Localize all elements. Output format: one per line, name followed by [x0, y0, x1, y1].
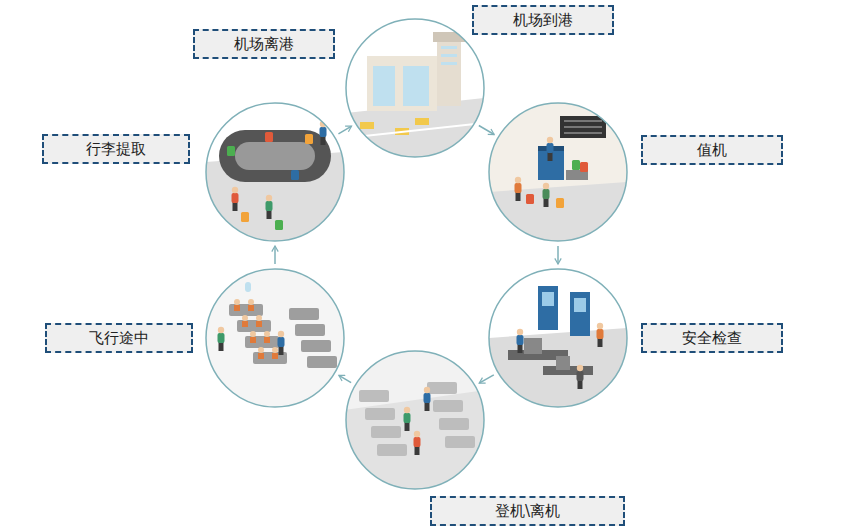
step-label-box: 飞行途中 [45, 323, 193, 353]
step-circle: 登机\离机 [345, 350, 485, 490]
step-label: 安全检查 [682, 329, 742, 348]
step-circle: 机场离港机场到港 [345, 18, 485, 158]
step-label-box: 登机\离机 [430, 496, 625, 526]
scene-illustration [488, 268, 628, 408]
step-label-box: 值机 [641, 135, 783, 165]
step-circle: 安全检查 [488, 268, 628, 408]
flow-arrow [338, 126, 351, 134]
scene-illustration [488, 102, 628, 242]
flow-arrow [339, 375, 351, 382]
step-label-box: 机场离港 [193, 29, 335, 59]
step-label: 行李提取 [86, 140, 146, 159]
step-label: 值机 [697, 141, 727, 160]
flow-arrow [479, 375, 494, 383]
step-label-box: 安全检查 [641, 323, 783, 353]
step-circle: 飞行途中 [205, 268, 345, 408]
step-label: 机场离港 [234, 35, 294, 54]
scene-illustration [205, 102, 345, 242]
step-label: 飞行途中 [89, 329, 149, 348]
step-circle: 值机 [488, 102, 628, 242]
flow-arrow [479, 125, 494, 134]
step-label: 登机\离机 [495, 502, 560, 521]
scene-illustration [345, 18, 485, 158]
scene-illustration [345, 350, 485, 490]
step-label: 机场到港 [513, 11, 573, 30]
flow-arrow [274, 246, 276, 264]
step-label-box: 机场到港 [472, 5, 614, 35]
flow-arrow [557, 246, 559, 264]
step-label-box: 行李提取 [42, 134, 190, 164]
scene-illustration [205, 268, 345, 408]
step-circle: 行李提取 [205, 102, 345, 242]
